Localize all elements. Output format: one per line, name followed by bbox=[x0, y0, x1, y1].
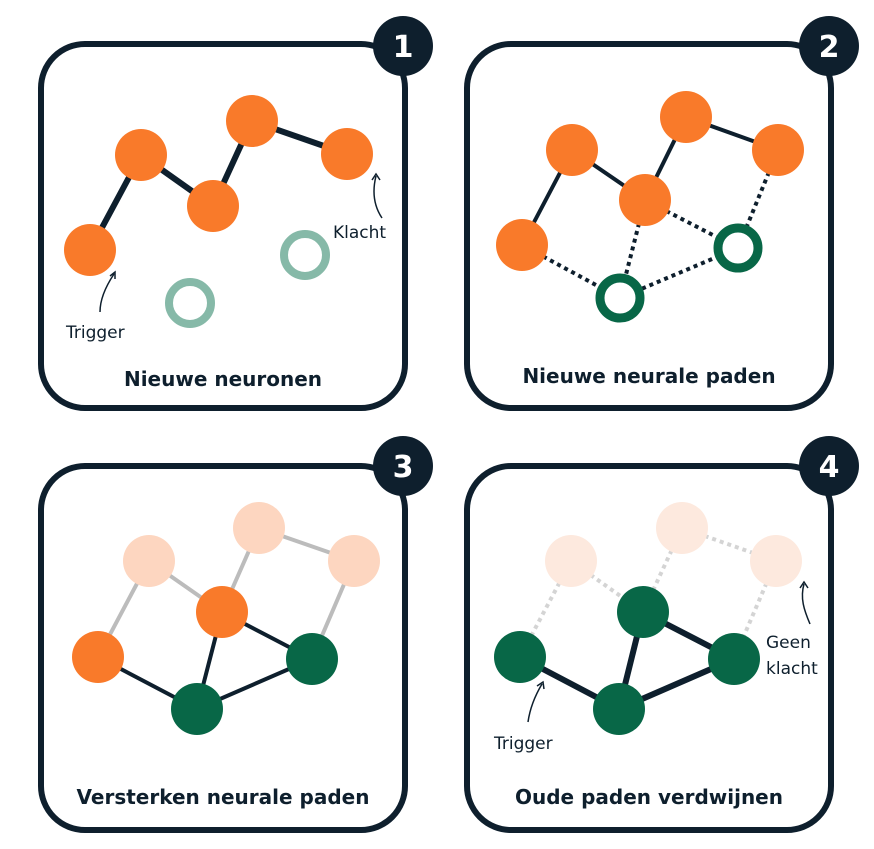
panel-1: Trigger Klacht Nieuwe neuronen 1 bbox=[38, 16, 433, 411]
new-neuron-node bbox=[286, 633, 338, 685]
panel-2-number: 2 bbox=[819, 30, 840, 65]
new-neuron-node bbox=[617, 586, 669, 638]
trigger-arrow-head bbox=[536, 680, 545, 690]
panel-3: Versterken neurale paden 3 bbox=[38, 436, 433, 833]
panel-2: Nieuwe neurale paden 2 bbox=[464, 16, 859, 411]
neuron-node bbox=[115, 129, 167, 181]
neuron-node bbox=[226, 95, 278, 147]
panel-2-badge: 2 bbox=[799, 16, 859, 76]
new-neuron-node bbox=[708, 633, 760, 685]
new-neuron-node bbox=[593, 683, 645, 735]
new-neuron-node bbox=[280, 230, 330, 280]
klacht-label: Klacht bbox=[333, 223, 386, 243]
panel-1-title: Nieuwe neuronen bbox=[124, 367, 322, 391]
trigger-label: Trigger bbox=[65, 323, 125, 343]
new-neuron-node bbox=[713, 223, 763, 273]
neuron-node bbox=[328, 535, 380, 587]
panel-4-title: Oude paden verdwijnen bbox=[515, 785, 783, 809]
geen-klacht-arrow bbox=[801, 583, 811, 625]
new-neuron-node bbox=[595, 273, 645, 323]
neuron-node bbox=[660, 91, 712, 143]
trigger-arrow bbox=[527, 683, 543, 723]
trigger-arrow bbox=[99, 273, 115, 313]
neuron-node bbox=[496, 219, 548, 271]
panel-1-number: 1 bbox=[393, 30, 414, 65]
panel-4: Trigger Geen klacht Oude paden verdwijne… bbox=[464, 436, 859, 833]
panel-3-number: 3 bbox=[393, 450, 414, 485]
neuron-node bbox=[750, 535, 802, 587]
neuron-node bbox=[545, 535, 597, 587]
neuron-node bbox=[656, 502, 708, 554]
geen-label: Geen bbox=[766, 633, 811, 653]
geen-klacht-arrow-head bbox=[799, 580, 809, 589]
klacht-label: klacht bbox=[766, 659, 818, 679]
neuron-node bbox=[123, 535, 175, 587]
neuron-node bbox=[187, 180, 239, 232]
neuron-node bbox=[196, 586, 248, 638]
neuron-node bbox=[233, 502, 285, 554]
neuron-node bbox=[321, 128, 373, 180]
neuron-node bbox=[72, 631, 124, 683]
klacht-arrow-head bbox=[371, 172, 381, 181]
trigger-arrow-head bbox=[109, 270, 116, 279]
panel-2-title: Nieuwe neurale paden bbox=[522, 364, 775, 388]
new-neuron-node bbox=[494, 631, 546, 683]
panel-4-badge: 4 bbox=[799, 436, 859, 496]
panel-3-badge: 3 bbox=[373, 436, 433, 496]
neuron-node bbox=[546, 124, 598, 176]
panel-4-number: 4 bbox=[819, 450, 840, 485]
neuron-node bbox=[64, 224, 116, 276]
klacht-arrow bbox=[373, 175, 383, 219]
trigger-label: Trigger bbox=[493, 734, 553, 754]
new-neuron-node bbox=[171, 683, 223, 735]
new-neuron-node bbox=[165, 278, 215, 328]
panel-3-title: Versterken neurale paden bbox=[77, 785, 370, 809]
panel-1-badge: 1 bbox=[373, 16, 433, 76]
neuron-node bbox=[619, 174, 671, 226]
neuron-node bbox=[752, 124, 804, 176]
